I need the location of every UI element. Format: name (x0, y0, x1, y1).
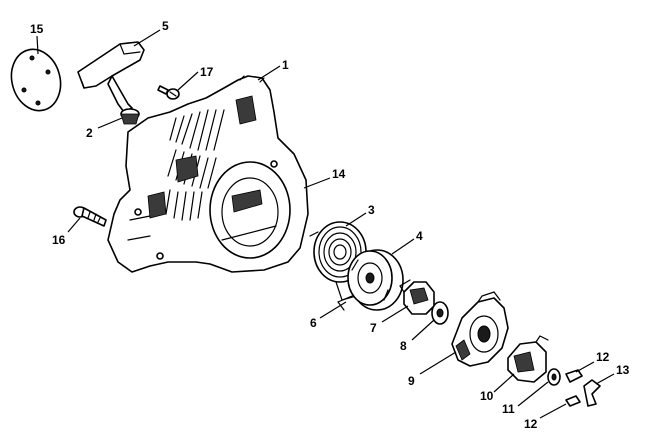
part-17-screw (157, 85, 180, 100)
part-10-nut (507, 335, 549, 383)
callout-9: 9 (408, 374, 415, 388)
part-6-rope (337, 295, 353, 311)
leader-lines (36, 29, 615, 419)
callout-1: 1 (282, 58, 289, 72)
part-12-pin-lower (565, 395, 581, 407)
part-15-cover-disc (10, 48, 62, 112)
callout-labels: 15 5 17 1 2 14 3 4 16 6 7 8 9 10 11 12 1… (30, 19, 630, 431)
part-12-pin-upper (565, 369, 583, 383)
callout-2: 2 (86, 126, 93, 140)
callout-6: 6 (310, 316, 317, 330)
callout-3: 3 (368, 203, 375, 217)
callout-4: 4 (416, 229, 423, 243)
part-11-washer (547, 368, 561, 386)
callout-5: 5 (162, 19, 169, 33)
part-2-rope-guide (120, 108, 140, 125)
callout-17: 17 (200, 65, 214, 79)
part-16-bolt (73, 206, 107, 227)
part-4-rope-rotor (347, 249, 404, 311)
callout-8: 8 (400, 339, 407, 353)
callout-7: 7 (370, 321, 377, 335)
part-1-fan-housing (107, 75, 309, 273)
callout-15: 15 (30, 22, 44, 36)
callout-12-lower: 12 (524, 417, 538, 431)
part-8-washer (431, 301, 449, 325)
callout-11: 11 (502, 402, 515, 416)
part-9-starter-cup (451, 291, 509, 367)
callout-16: 16 (52, 233, 66, 247)
callout-10: 10 (480, 389, 494, 403)
part-5-starter-grip (77, 41, 145, 113)
callout-12-upper: 12 (596, 350, 610, 364)
callout-13: 13 (616, 363, 630, 377)
callout-14: 14 (332, 167, 346, 181)
part-13-spring-clip (583, 379, 601, 407)
